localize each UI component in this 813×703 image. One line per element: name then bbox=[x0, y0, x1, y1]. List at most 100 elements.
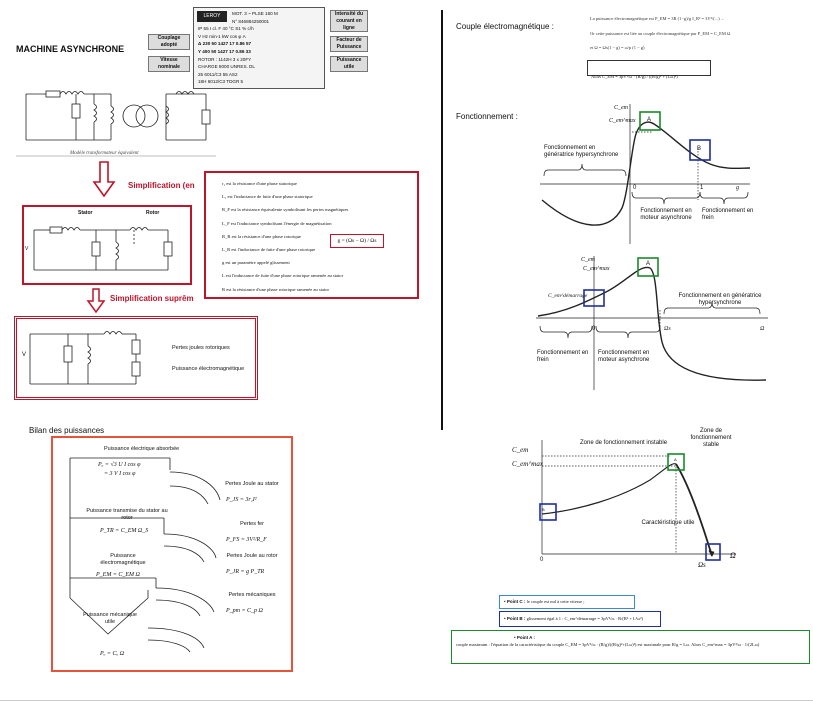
g1-box-b: B bbox=[697, 146, 702, 152]
g3-y-max: C_em^max bbox=[512, 460, 543, 468]
g3-zone-stable: Zone de fonctionnement stable bbox=[690, 428, 732, 448]
ptr-formula: P_TR = C_EM Ω_S bbox=[100, 528, 149, 534]
nameplate-row: Δ 230 50 1427 17 0.86 57 bbox=[198, 41, 252, 47]
nameplate-brand: LEROY SOMER bbox=[202, 13, 222, 30]
definition-item: •R_F est la résistance équivalente symbo… bbox=[222, 207, 349, 213]
definition-item: •r₁ est la résistance d'une phase stator… bbox=[222, 181, 297, 186]
couple-line-4: Alors C_EM = 3pV²/ω · (R/g) / ((R/g)² + … bbox=[591, 74, 678, 79]
em-label: Puissance électromagnétique bbox=[100, 553, 146, 566]
annotation-puissance-utile-text: Puissance utile bbox=[336, 57, 362, 70]
simplification-label-1: Simplification (en bbox=[128, 181, 195, 190]
g1-zone-mot: Fonctionnement en moteur asynchrone bbox=[640, 208, 692, 221]
pa-formula-1: Pₐ = √3 U I cos φ bbox=[98, 462, 141, 468]
loss-formula: P_pm = C_p Ω bbox=[226, 608, 263, 614]
point-b-label: Point B : bbox=[506, 616, 526, 621]
pu-formula: Pᵤ = Cᵤ Ω bbox=[100, 651, 125, 657]
g2-box-a: A bbox=[646, 261, 651, 267]
slip-formula-box: g = (Ωs − Ω) / Ωs bbox=[330, 234, 384, 248]
nameplate-row: IP 55 I cl. F 40 °C S1 % c/h bbox=[198, 26, 254, 32]
final-circuit-box bbox=[14, 316, 258, 400]
fonctionnement-title: Fonctionnement : bbox=[456, 112, 518, 121]
pa-formula-2: = 3 V I cos φ bbox=[104, 471, 136, 477]
annotation-intensite: Intensité du courant en ligne bbox=[330, 10, 368, 32]
nameplate-row: ROTOR : 1142H 3 x 20FY bbox=[198, 56, 252, 62]
point-b-box: • Point B : glissement égal à 1 : C_em^d… bbox=[499, 611, 661, 627]
equivalent-circuit-caption: Modèle transformateur équivalent bbox=[70, 151, 139, 156]
g3-zone-instable: Zone de fonctionnement instable bbox=[580, 440, 668, 446]
simplified-circuit-box bbox=[22, 205, 192, 285]
g3-b: B bbox=[542, 507, 545, 512]
point-a-text: couple maximum : l'équation de la caract… bbox=[456, 642, 760, 647]
definition-item: •R est la résistance d'une phase rotoriq… bbox=[222, 286, 330, 292]
bilan-header: Puissance électrique absorbée bbox=[104, 446, 180, 452]
definition-item: •g est un paramètre appelé glissement bbox=[222, 260, 290, 266]
point-a-box: • Point A : couple maximum : l'équation … bbox=[451, 630, 810, 664]
red-down-arrow-2 bbox=[86, 288, 106, 314]
g3-a: A bbox=[674, 457, 677, 462]
equivalent-circuit-diagram bbox=[16, 90, 216, 157]
loss-label: Pertes fer bbox=[240, 521, 264, 527]
g1-box-a: A bbox=[647, 117, 652, 123]
loss-label: Pertes Joule au rotor bbox=[226, 553, 278, 559]
point-a-label: Point A : bbox=[516, 635, 535, 640]
g2-omega: Ω bbox=[760, 326, 765, 332]
annotation-intensite-text: Intensité du courant en ligne bbox=[334, 11, 364, 31]
nameplate-logo: LEROY SOMER bbox=[197, 11, 227, 30]
definition-item: •L₁ est l'inductance de fuite d'une phas… bbox=[222, 194, 313, 200]
annotation-vitesse-text: Vitesse nominale bbox=[158, 57, 180, 70]
bilan-diagram bbox=[69, 457, 221, 653]
nameplate-row: V Hz min-1 kW cos φ A bbox=[198, 33, 246, 39]
g2-y-max: C_em^max bbox=[583, 266, 610, 272]
point-c-text: le couple est nul à cette vitesse ; bbox=[526, 599, 585, 604]
g1-g: g bbox=[736, 185, 739, 191]
g3-carac: Caractéristique utile bbox=[641, 520, 695, 526]
simplification-label-2: Simplification suprêm bbox=[110, 294, 194, 303]
definition-item: •L_R est l'inductance de fuite d'une pha… bbox=[222, 247, 316, 253]
g3-zero: 0 bbox=[540, 557, 544, 563]
g2-zone-mot: Fonctionnement en moteur asynchrone bbox=[598, 350, 650, 363]
g3-omega: Ω bbox=[730, 551, 736, 560]
couple-line-2: Or cette puissance est liée au couple él… bbox=[590, 31, 731, 36]
couple-title: Couple électromagnétique : bbox=[456, 22, 554, 31]
g1-y-top: C_em bbox=[614, 105, 628, 111]
voltage-label: V bbox=[25, 246, 29, 252]
loss-label: Pertes Joule au stator bbox=[225, 481, 279, 487]
loss-label: Pertes mécaniques bbox=[228, 592, 276, 598]
point-c-box: • Point C : le couple est nul à cette vi… bbox=[499, 595, 635, 609]
final-circuit-diagram bbox=[29, 331, 141, 385]
nameplate-row: 25 6011/C3 55 AS2 bbox=[198, 71, 238, 77]
puissance-em-label: Puissance électromagnétique bbox=[172, 366, 245, 372]
rotor-label: Rotor bbox=[146, 210, 160, 216]
nameplate-row: Y 400 50 1427 17 0.86 33 bbox=[198, 49, 251, 54]
g2-y-dem: C_em^démarrage bbox=[548, 293, 588, 299]
g3-c: C bbox=[709, 548, 712, 553]
annotation-couplage-text: Couplage adopté bbox=[157, 35, 181, 48]
loss-formula: P_FS = 3V²/R_F bbox=[226, 537, 267, 543]
definition-item: •L est l'inductance de fuite d'une phase… bbox=[222, 273, 344, 279]
g1-zone-gen: Fonctionnement en génératrice hypersynch… bbox=[544, 145, 619, 158]
point-c-label: Point C : bbox=[506, 599, 526, 604]
g1-one: 1 bbox=[700, 185, 704, 191]
g2-y-top: C_em bbox=[581, 257, 595, 263]
definitions-box: •r₁ est la résistance d'une phase stator… bbox=[204, 171, 419, 299]
g1-y-max: C_em^max bbox=[609, 118, 636, 124]
g2-zone-gen: Fonctionnement en génératrice hypersynch… bbox=[678, 293, 762, 306]
g1-zone-frein: Fonctionnement en frein bbox=[702, 208, 754, 221]
point-b-text: glissement égal à 1 : C_em^démarrage = 3… bbox=[526, 616, 643, 621]
annotation-couplage: Couplage adopté bbox=[148, 34, 190, 50]
annotation-puissance-utile: Puissance utile bbox=[330, 56, 368, 72]
definitions-list: •r₁ est la résistance d'une phase stator… bbox=[216, 177, 411, 296]
couple-line-3: et Ω = Ωs(1 − g) = ω/p (1 − g) bbox=[590, 45, 645, 50]
loss-formula: P_JS = 3r₁I² bbox=[226, 497, 257, 503]
loss-formula: P_JR = g P_TR bbox=[226, 569, 265, 575]
couple-result-box: Alors C_EM = 3pV²/ω · (R/g) / ((R/g)² + … bbox=[587, 60, 711, 79]
g3-omega-s: Ωs bbox=[698, 561, 706, 569]
stability-graph bbox=[539, 440, 736, 561]
definition-item: •L_F est l'inductance symbolisant l'éner… bbox=[222, 220, 332, 226]
bilan-title: Bilan des puissances bbox=[29, 426, 105, 435]
g2-zone-frein: Fonctionnement en frein bbox=[537, 350, 589, 363]
final-voltage-label: V bbox=[22, 352, 27, 358]
bilan-box bbox=[51, 436, 293, 672]
